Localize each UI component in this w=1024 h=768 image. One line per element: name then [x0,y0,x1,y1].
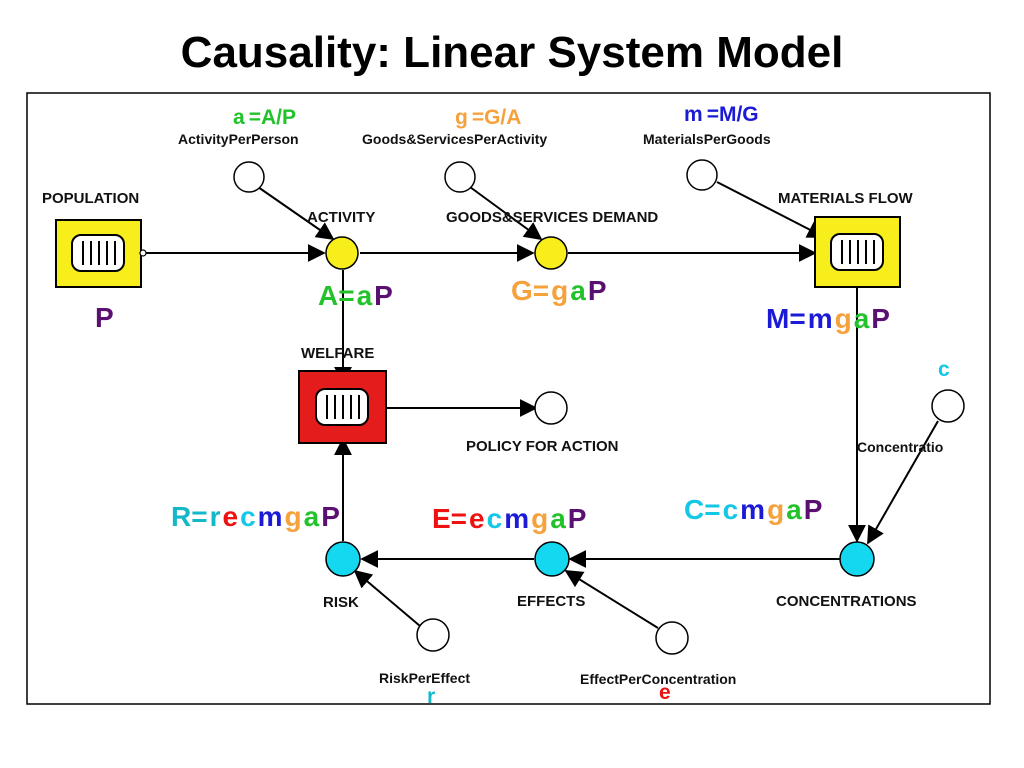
risk-node [325,541,361,577]
param-e-name: EffectPerConcentration [580,671,736,687]
equation-M-term-0: M= [766,303,806,334]
param-g-def: g=G/A [455,106,521,129]
equation-G-term-3: P [588,275,607,306]
stock-materials-flow [814,216,901,288]
equation-G: G=gaP [511,275,607,306]
effects-node [534,541,570,577]
param-g-formula: =G/A [472,106,522,129]
equation-C-term-0: C= [684,494,721,525]
page-title: Causality: Linear System Model [180,28,844,77]
equation-R-term-3: c [240,501,256,532]
goods-services-node [534,236,568,270]
equation-E-term-6: P [568,503,587,534]
label-activity: ACTIVITY [307,209,375,226]
label-effects: EFFECTS [517,593,585,610]
param-m-node [686,159,718,191]
equation-M-term-1: m [808,303,833,334]
label-population: POPULATION [42,190,139,207]
label-goods-services: GOODS&SERVICES DEMAND [446,209,658,226]
equation-A-term-1: a [357,280,373,311]
param-r-name: RiskPerEffect [379,670,470,686]
label-concentrations: CONCENTRATIONS [776,593,917,610]
equation-A: A=aP [318,280,393,311]
equation-E-term-2: c [487,503,503,534]
equation-R-term-7: P [321,501,340,532]
equation-C-term-5: P [804,494,823,525]
equation-R-term-2: e [222,501,238,532]
arrow-m-materials [716,181,826,238]
label-risk: RISK [323,594,359,611]
equation-G-term-1: g [551,275,568,306]
stock-population [55,219,147,288]
equation-M-term-3: a [854,303,870,334]
param-a-name: ActivityPerPerson [178,131,299,147]
equation-R: R=recmgaP [171,501,340,532]
equation-M-term-2: g [835,303,852,334]
param-m-formula: =M/G [707,103,759,126]
param-c-symbol: c [938,358,950,381]
label-welfare: WELFARE [301,345,374,362]
equation-A-term-2: P [374,280,393,311]
equation-P: P [95,302,114,333]
stock-welfare [298,370,387,444]
arrow-r-risk [353,569,421,627]
diagram-frame [26,92,991,705]
equation-C: C=cmgaP [684,494,822,525]
equation-R-term-1: r [210,501,221,532]
param-m-def: m=M/G [684,103,759,126]
param-a-def: a=A/P [233,106,296,129]
equation-C-term-2: m [740,494,765,525]
equation-E-term-3: m [504,503,529,534]
param-c-node [931,389,965,423]
equation-P-term-0: P [95,302,114,333]
param-g-node [444,161,476,193]
equation-M: M=mgaP [766,303,890,334]
param-r-node [416,618,450,652]
label-policy: POLICY FOR ACTION [466,438,619,455]
arrow-c-concentrations [867,420,939,545]
concentrations-node [839,541,875,577]
param-c-name: Concentratio [857,439,943,455]
label-materials-flow: MATERIALS FLOW [778,190,914,207]
arrow-a-activity [257,186,335,241]
equation-C-term-3: g [767,494,784,525]
policy-node [534,391,568,425]
equation-G-term-0: G= [511,275,549,306]
param-g-name: Goods&ServicesPerActivity [362,131,547,147]
equation-C-term-1: c [723,494,739,525]
equation-M-term-4: P [871,303,890,334]
equation-C-term-4: a [786,494,802,525]
equation-E-term-0: E= [432,503,467,534]
arrow-e-effects [564,570,659,629]
equation-E: E=ecmgaP [432,503,586,534]
activity-node [325,236,359,270]
param-a-formula: =A/P [249,106,296,129]
param-m-symbol: m [684,103,703,126]
equation-E-term-4: g [531,503,548,534]
equation-R-term-6: a [304,501,320,532]
flow-connectors [143,181,939,629]
param-m-name: MaterialsPerGoods [643,131,771,147]
equation-R-term-4: m [258,501,283,532]
param-r-symbol: r [427,685,435,708]
equation-R-term-0: R= [171,501,208,532]
param-e-node [655,621,689,655]
equation-A-term-0: A= [318,280,355,311]
equation-R-term-5: g [285,501,302,532]
param-a-node [233,161,265,193]
param-e-symbol: e [659,681,671,704]
param-a-symbol: a [233,106,245,129]
arrow-g-goods [469,186,543,241]
equation-E-term-5: a [550,503,566,534]
equation-G-term-2: a [570,275,586,306]
param-g-symbol: g [455,106,468,129]
equation-E-term-1: e [469,503,485,534]
